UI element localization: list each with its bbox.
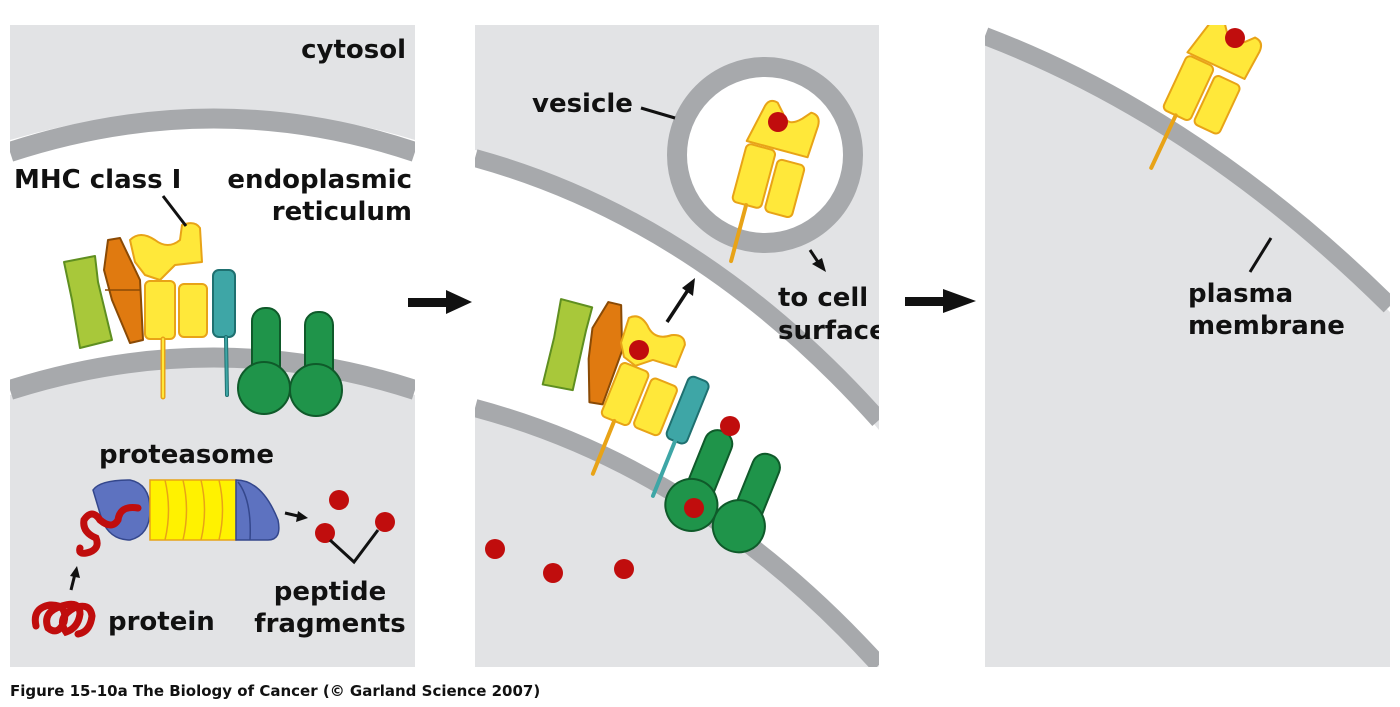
label-proteasome: proteasome — [99, 440, 274, 470]
budding-arrow — [665, 289, 690, 323]
protein-strand — [76, 504, 142, 557]
er-membrane-top — [10, 108, 415, 162]
label-er-line2: reticulum — [272, 197, 412, 227]
peptide-fragments — [315, 490, 395, 565]
plasma-membrane-pointer — [1248, 237, 1273, 273]
panel-1: cytosol MHC class I endoplasmic reticulu… — [10, 25, 415, 667]
tapasin — [212, 269, 236, 338]
peptide-loading-complex — [63, 222, 343, 417]
label-plasma-line2: membrane — [1188, 311, 1345, 341]
cell-interior — [985, 42, 1390, 667]
cytosol-region-lower — [475, 412, 879, 667]
er-membrane-upper — [475, 149, 879, 427]
surface-mhc-molecule — [1149, 25, 1263, 170]
panel-2: vesicle to cell surface — [475, 25, 887, 667]
tap-transporter — [237, 307, 343, 417]
panel-3: plasma membrane — [985, 25, 1390, 667]
label-er-line1: endoplasmic — [227, 165, 412, 195]
er-membrane-bottom — [10, 347, 415, 400]
label-mhc-class-i: MHC class I — [14, 165, 181, 195]
label-protein: protein — [108, 607, 215, 637]
label-cytosol: cytosol — [301, 35, 406, 65]
to-surface-arrow — [808, 249, 820, 263]
plasma-membrane — [985, 27, 1390, 313]
vesicle-pointer — [640, 106, 676, 120]
label-peptide-line2: fragments — [254, 609, 405, 639]
label-to-cell-surface-line2: surface — [778, 316, 887, 346]
folded-protein — [31, 600, 96, 638]
presented-peptide — [1225, 28, 1245, 48]
mhc-heavy-chain-top — [129, 222, 203, 281]
mhc-alpha3-domain — [144, 280, 176, 340]
peptide-loading-complex-2 — [541, 298, 781, 554]
mhc-pointer — [161, 195, 188, 227]
calreticulin — [63, 255, 113, 349]
proteasome-arrow — [284, 511, 299, 518]
step-arrow-1 — [408, 290, 472, 314]
label-peptide-line1: peptide — [274, 577, 386, 607]
label-to-cell-surface-line1: to cell — [778, 283, 868, 313]
figure-caption: Figure 15-10a The Biology of Cancer (© G… — [10, 682, 541, 700]
step-arrow-2 — [905, 289, 976, 313]
cytosol-region — [10, 25, 415, 140]
beta2-microglobulin — [178, 283, 208, 338]
label-vesicle: vesicle — [532, 89, 633, 119]
label-plasma-line1: plasma — [1188, 279, 1293, 309]
peptide-in-vesicle — [768, 112, 788, 132]
free-peptides — [485, 340, 740, 583]
